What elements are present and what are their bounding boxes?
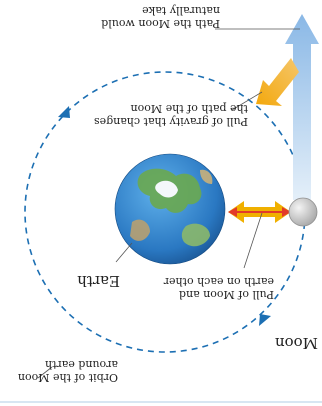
- orbit-arrow-upper-icon: [58, 106, 70, 118]
- natural-path-label: Path the Moon would naturally take: [101, 4, 220, 30]
- moon-label: Moon: [274, 334, 318, 352]
- leader-mutual: [243, 212, 263, 269]
- mutual-pull-arrowhead-right-icon: [282, 207, 291, 217]
- natural-path-arrow: [285, 14, 319, 200]
- leader-orbit: [37, 366, 53, 379]
- leader-gravity: [231, 91, 263, 111]
- orbit-label: Orbit of the Moon around earth: [17, 358, 118, 384]
- moon-sphere: [288, 197, 318, 227]
- earth-label: Earth: [77, 272, 120, 290]
- gravity-pull-arrow: [256, 58, 299, 106]
- mutual-pull-arrowhead-left-icon: [228, 207, 237, 217]
- gravity-pull-label: Pull of gravity that changes the path of…: [94, 102, 248, 128]
- mutual-pull-label: Pull of Moon and earth on each other: [163, 275, 274, 301]
- earth-globe: [114, 153, 226, 265]
- orbit-arrow-lower-icon: [259, 314, 271, 326]
- leader-earth: [115, 242, 133, 263]
